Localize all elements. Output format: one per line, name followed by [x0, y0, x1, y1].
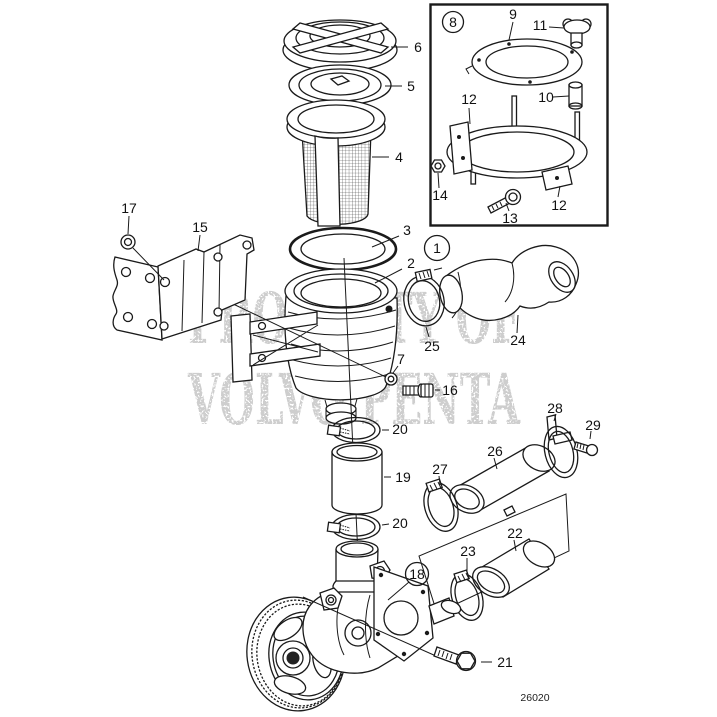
part-tube-26	[449, 444, 556, 517]
callout-18: 18	[409, 566, 425, 582]
callout-24: 24	[510, 332, 526, 348]
part-spacer-10	[568, 81, 583, 110]
part-lid-5	[288, 64, 402, 106]
callout-19: 19	[395, 469, 411, 485]
part-clamp-27	[423, 475, 459, 532]
callout-29: 29	[585, 417, 601, 433]
part-housing-2	[284, 268, 403, 425]
part-clamp-25	[403, 267, 445, 338]
part-bracket-arm	[207, 291, 389, 383]
callout-20-bottom: 20	[392, 515, 408, 531]
part-sleeve-19	[331, 442, 391, 515]
callout-9: 9	[509, 6, 517, 22]
callout-22: 22	[507, 525, 523, 541]
part-pump-body-18	[302, 540, 462, 674]
callout-12-left: 12	[461, 91, 477, 107]
callout-15: 15	[192, 219, 208, 235]
part-hose-24	[439, 244, 580, 334]
callout-3: 3	[403, 222, 411, 238]
part-nut-14	[430, 159, 446, 173]
part-bolt-16	[402, 383, 440, 398]
part-bolt-29	[573, 430, 599, 457]
callout-8: 8	[449, 14, 457, 30]
part-ring-12	[446, 121, 588, 191]
callout-17: 17	[121, 200, 137, 216]
part-oring-3	[288, 226, 400, 272]
callout-7: 7	[397, 351, 405, 367]
callout-21: 21	[497, 654, 513, 670]
callout-12-right: 12	[551, 197, 567, 213]
callout-25: 25	[424, 338, 440, 354]
callout-2: 2	[407, 255, 415, 271]
callout-circle-1	[423, 234, 451, 262]
part-hose-22	[472, 538, 556, 598]
callout-27: 27	[432, 461, 448, 477]
callout-20-top: 20	[392, 421, 408, 437]
part-ring-9	[465, 38, 583, 86]
callout-circle-8	[441, 10, 465, 34]
callout-10: 10	[538, 89, 554, 105]
callout-11: 11	[533, 17, 548, 33]
callout-14: 14	[432, 187, 448, 203]
part-bolt-21	[433, 646, 492, 672]
part-clamp-20-top	[326, 416, 389, 444]
part-cap-6	[282, 19, 408, 72]
part-knob-11	[562, 18, 592, 49]
callout-6: 6	[414, 39, 422, 55]
callout-4: 4	[395, 149, 403, 165]
part-basket-4	[286, 99, 389, 227]
part-washer-7	[384, 365, 399, 386]
drawing-number: 26020	[520, 692, 549, 704]
part-clamp-20-bottom	[326, 513, 390, 541]
part-bolt-17	[120, 215, 165, 281]
part-bolt-13	[487, 188, 522, 214]
callout-28: 28	[547, 400, 563, 416]
callout-23: 23	[460, 543, 476, 559]
callout-1: 1	[433, 240, 441, 256]
inset-subassembly-box: 8 9 11 10 12 12 13 14	[429, 3, 609, 227]
callout-26: 26	[487, 443, 503, 459]
callout-13: 13	[502, 210, 518, 226]
callout-circle-18	[404, 561, 430, 587]
part-bracket-15	[112, 234, 255, 341]
callout-7-16-7: 16	[442, 382, 458, 398]
callout-5: 5	[407, 78, 415, 94]
part-clamp-28	[543, 413, 579, 479]
